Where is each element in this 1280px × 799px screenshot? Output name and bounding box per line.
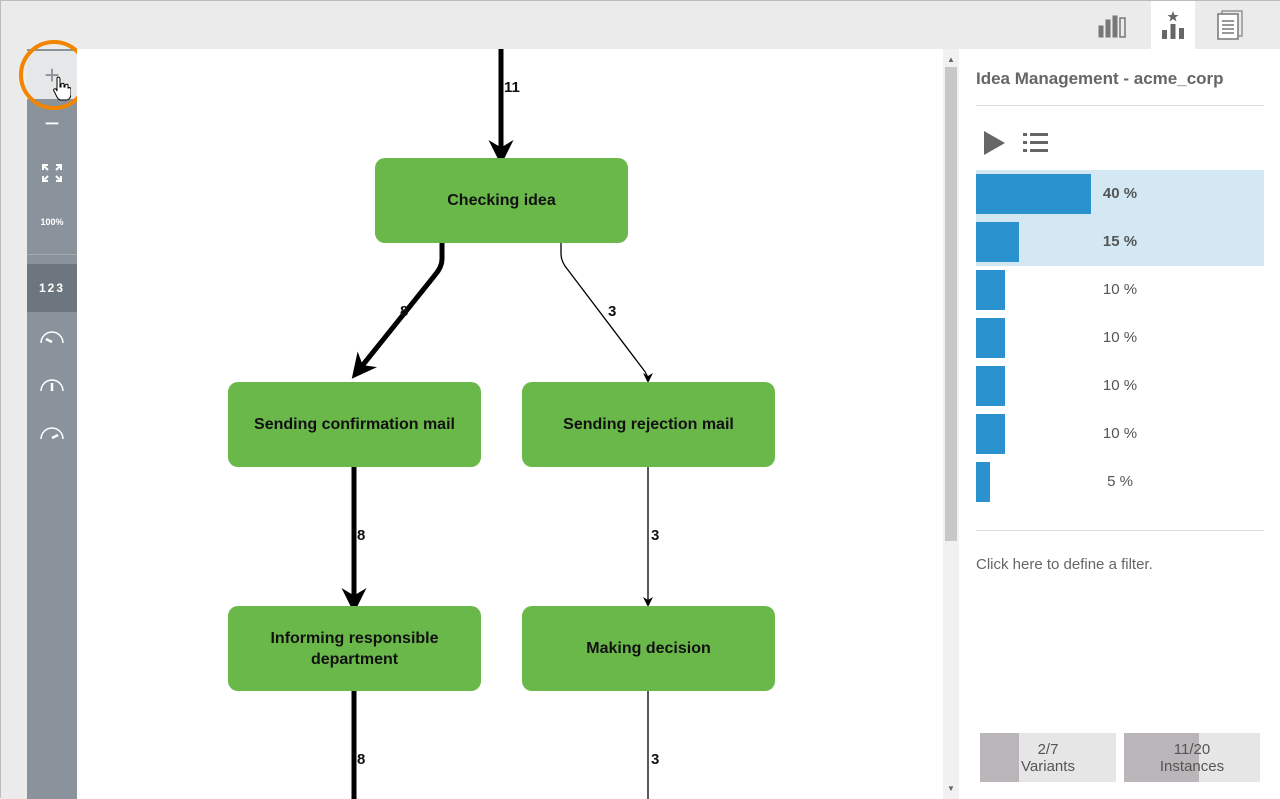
divider [976,530,1264,531]
speed-fast-icon [40,427,64,440]
scrollbar-thumb[interactable] [945,67,957,541]
variants-panel: Idea Management - acme_corp 40 % 15 % 10 %… [959,49,1280,799]
divider [976,105,1264,106]
speed-fast-button[interactable] [27,409,77,457]
edge-count: 8 [357,751,366,768]
speed-medium-icon [40,379,64,392]
activity-node[interactable]: Checking idea [375,158,628,243]
variant-bar [976,174,1092,214]
variant-bar [976,270,1005,310]
variant-percent: 10 % [1102,281,1138,298]
documents-icon [1217,10,1243,40]
process-diagram[interactable]: 11 8 3 8 3 8 3 Checking idea Sending con… [77,49,943,799]
diagram-edges [341,49,653,799]
variant-row[interactable]: 15 % [976,218,1264,266]
zoom-in-button[interactable]: + [27,51,77,99]
variant-bar [976,366,1005,406]
variant-percent: 15 % [1102,233,1138,250]
scroll-up-icon[interactable]: ▲ [947,55,955,64]
variant-percent: 5 % [1107,473,1133,490]
edge[interactable] [560,243,653,383]
variant-bar [976,318,1005,358]
top-variants-icon [1162,11,1184,39]
instances-value: 11/20 [1173,741,1211,758]
activity-node[interactable]: Sending rejection mail [522,382,775,467]
tab-statistics[interactable] [1091,1,1135,49]
variant-row[interactable]: 10 % [976,362,1264,410]
divider [27,254,77,255]
top-bar [1,1,1280,49]
variant-percent: 10 % [1102,377,1138,394]
variants-value: 2/7 [1037,741,1059,758]
variant-row[interactable]: 10 % [976,314,1264,362]
left-strip [1,49,27,799]
variant-percent: 10 % [1102,329,1138,346]
hand-cursor-icon [53,76,71,101]
variants-label: Variants [1021,758,1075,775]
speed-slow-icon [40,331,64,344]
diagram-toolbar: + − 100% 123 [27,49,77,799]
edge[interactable] [351,243,445,379]
variant-bar [976,414,1005,454]
show-numbers-button[interactable]: 123 [27,264,77,312]
tab-top-variants[interactable] [1151,1,1195,49]
scroll-down-icon[interactable]: ▼ [947,784,955,793]
variant-row[interactable]: 10 % [976,266,1264,314]
edge-count: 3 [608,303,617,320]
zoom-out-button[interactable]: − [27,99,77,147]
edge-count: 3 [651,751,660,768]
list-icon[interactable] [1023,132,1049,154]
variant-row[interactable]: 10 % [976,410,1264,458]
tab-documents[interactable] [1208,1,1252,49]
variant-row[interactable]: 40 % [976,170,1264,218]
minus-icon: − [44,107,60,138]
edge-count: 8 [357,527,366,544]
variant-bar [976,222,1020,262]
speed-slow-button[interactable] [27,313,77,361]
bar-chart-icon [1098,15,1126,38]
fit-screen-icon [42,164,62,182]
zoom-level: 100% [40,217,64,227]
zoom-reset-button[interactable]: 100% [27,198,77,246]
variant-percent: 40 % [1102,185,1138,202]
variant-row[interactable]: 5 % [976,458,1264,506]
edge-count: 11 [504,79,520,96]
plus-icon: + [44,59,60,90]
activity-node[interactable]: Sending confirmation mail [228,382,481,467]
activity-node[interactable]: Making decision [522,606,775,691]
edge-count: 3 [651,527,660,544]
speed-medium-button[interactable] [27,361,77,409]
activity-node[interactable]: Informing responsible department [228,606,481,691]
instances-fill [1124,733,1199,782]
play-icon[interactable] [983,130,1007,156]
variant-bar [976,462,991,502]
instances-label: Instances [1159,758,1225,775]
define-filter-link[interactable]: Click here to define a filter. [976,556,1153,573]
fit-screen-button[interactable] [27,149,77,197]
variant-percent: 10 % [1102,425,1138,442]
numbers-label: 123 [38,281,66,295]
vertical-scrollbar[interactable]: ▲ ▼ [943,49,959,799]
variants-fill [980,733,1019,782]
edge-count: 8 [400,303,409,320]
process-title: Idea Management - acme_corp [976,69,1224,88]
